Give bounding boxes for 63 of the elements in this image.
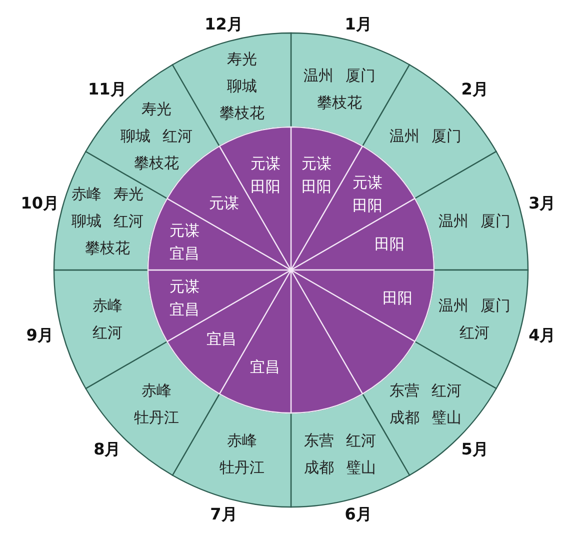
city-name: 璧山 <box>346 458 376 476</box>
city-name: 宜昌 <box>250 358 280 376</box>
city-name: 温州 <box>303 66 334 85</box>
month-label: 9月 <box>26 325 54 346</box>
city-name: 聊城 <box>226 77 257 96</box>
city-name: 元谋 <box>352 173 382 192</box>
city-name: 攀枝花 <box>316 94 362 112</box>
city-name: 寿光 <box>142 100 172 118</box>
month-label: 4月 <box>528 325 556 346</box>
month-label: 2月 <box>461 80 488 101</box>
city-name: 寿光 <box>113 184 144 203</box>
city-name: 元谋 <box>301 154 332 173</box>
city-name: 牡丹江 <box>219 458 264 476</box>
city-name: 成都 <box>304 458 334 476</box>
city-name: 红河 <box>346 431 376 450</box>
city-name: 聊城 <box>120 126 151 145</box>
city-name: 田阳 <box>374 234 405 253</box>
month-label: 10月 <box>20 194 59 215</box>
city-name: 东营 <box>304 431 334 450</box>
city-name: 厦门 <box>431 126 462 145</box>
city-name: 温州 <box>438 296 469 315</box>
month-label: 5月 <box>461 439 488 460</box>
city-name: 寿光 <box>226 50 257 68</box>
city-name: 田阳 <box>352 196 382 214</box>
city-name: 田阳 <box>250 178 281 196</box>
city-name: 红河 <box>431 382 462 400</box>
city-name: 攀枝花 <box>84 238 130 257</box>
city-name: 红河 <box>460 324 490 342</box>
month-label: 12月 <box>204 14 243 36</box>
city-name: 红河 <box>92 324 122 342</box>
city-name: 璧山 <box>431 408 462 427</box>
city-name: 厦门 <box>480 296 511 315</box>
city-name: 元谋 <box>250 154 281 173</box>
city-name: 温州 <box>438 212 469 230</box>
city-name: 宜昌 <box>170 300 200 319</box>
city-name: 赤峰 <box>142 382 172 400</box>
city-name: 红河 <box>113 212 144 230</box>
month-label: 1月 <box>344 14 372 36</box>
city-name: 宜昌 <box>206 330 237 348</box>
city-name: 牡丹江 <box>134 408 180 427</box>
city-name: 聊城 <box>71 212 102 230</box>
city-name: 厦门 <box>345 66 376 85</box>
city-name: 元谋 <box>208 194 239 212</box>
city-name: 宜昌 <box>170 244 200 262</box>
city-name: 元谋 <box>170 278 200 296</box>
month-label: 8月 <box>94 439 121 460</box>
city-name: 赤峰 <box>226 431 257 450</box>
city-name: 田阳 <box>382 289 412 308</box>
city-name: 赤峰 <box>92 296 122 315</box>
month-label: 3月 <box>528 194 556 215</box>
city-name: 厦门 <box>480 212 511 230</box>
city-name: 温州 <box>389 126 420 145</box>
city-name: 元谋 <box>170 221 200 240</box>
city-name: 田阳 <box>301 178 332 196</box>
city-name: 成都 <box>389 408 420 427</box>
month-label: 6月 <box>344 504 372 526</box>
city-name: 东营 <box>389 382 420 400</box>
month-label: 11月 <box>88 80 126 101</box>
month-label: 7月 <box>210 504 238 526</box>
city-name: 攀枝花 <box>134 154 180 172</box>
city-name: 赤峰 <box>71 184 102 203</box>
city-name: 攀枝花 <box>219 104 264 122</box>
city-name: 红河 <box>162 126 193 145</box>
